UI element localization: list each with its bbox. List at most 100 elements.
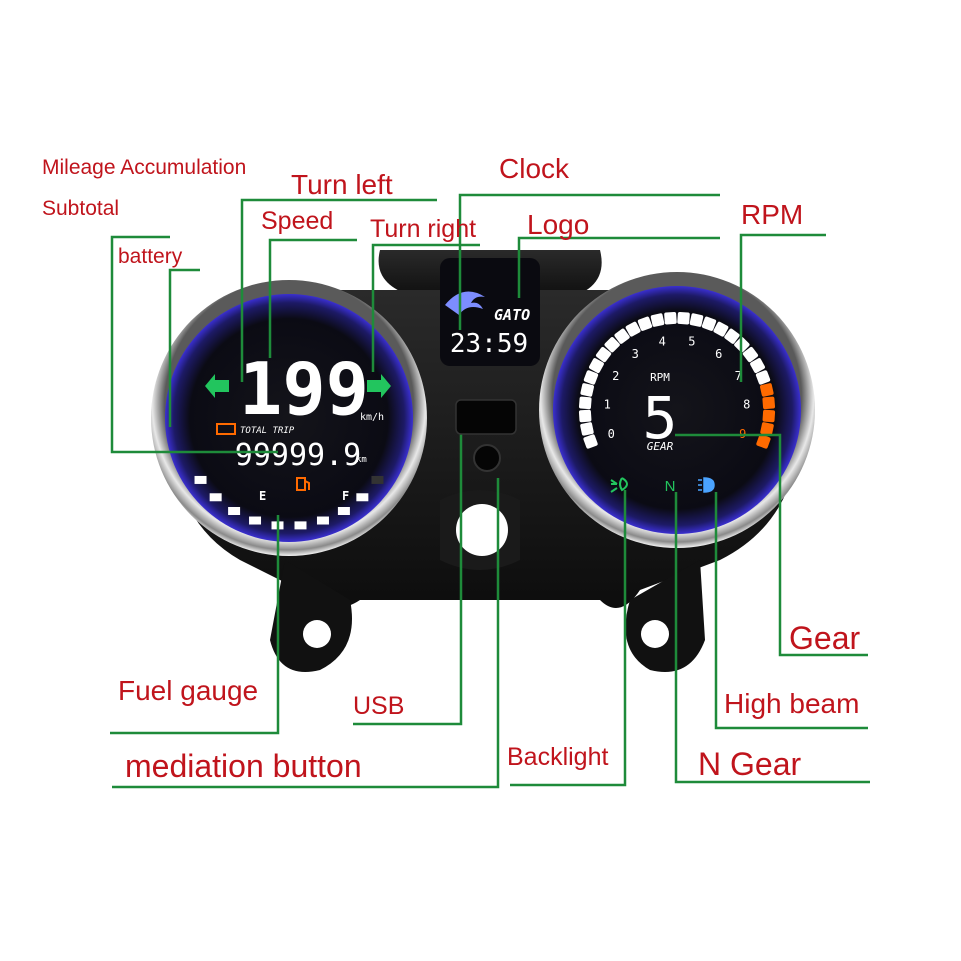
rpm-segment <box>664 311 677 325</box>
label-speed: Speed <box>261 207 334 235</box>
rpm-tick-label: 1 <box>604 398 611 412</box>
rpm-segment <box>604 337 620 353</box>
label-rpm: RPM <box>741 199 804 230</box>
fuel-bar-segment <box>356 493 369 502</box>
label-high-beam: High beam <box>724 688 860 719</box>
label-turn-right: Turn right <box>370 215 477 243</box>
rpm-segment <box>580 383 594 397</box>
leader-clock <box>458 193 720 330</box>
rpm-tick-label: 8 <box>743 398 750 412</box>
label-battery: battery <box>118 245 183 268</box>
high-beam-icon <box>698 477 715 493</box>
leader-lines <box>110 193 870 789</box>
fuel-bar-segment <box>194 475 207 484</box>
fuel-bar-segment <box>294 521 307 530</box>
rpm-tick-label: 6 <box>715 347 722 361</box>
right-arrow-icon <box>367 374 391 398</box>
leader-high-beam <box>714 492 868 730</box>
rpm-segment <box>578 396 592 410</box>
rpm-segment <box>724 328 740 344</box>
leader-n-gear <box>674 492 870 784</box>
rpm-segment <box>583 370 599 385</box>
leader-fuel-gauge <box>110 515 280 735</box>
speed-unit: km/h <box>360 412 384 423</box>
fuel-empty-mark: E <box>259 489 266 503</box>
speedometer-gauge: 199 km/h TOTAL TRIP 99999.9 km E F <box>151 280 427 556</box>
leader-battery <box>168 268 200 427</box>
rpm-segment <box>762 409 776 423</box>
label-mileage: Mileage Accumulation <box>42 156 247 179</box>
fuel-bar-segment <box>371 475 384 484</box>
label-clock: Clock <box>499 153 570 184</box>
rpm-segment <box>755 370 771 385</box>
rpm-segment <box>580 422 594 436</box>
fuel-bar-segment <box>209 493 222 502</box>
trip-label: TOTAL TRIP <box>240 426 295 436</box>
fuel-bar-segment <box>337 507 350 516</box>
leader-backlight <box>510 490 627 787</box>
rpm-segment <box>595 346 612 363</box>
rpm-tick-label: 0 <box>608 427 615 441</box>
label-n-gear: N Gear <box>698 746 802 782</box>
gear-caption: GEAR <box>647 440 674 453</box>
leader-mileage <box>110 235 278 454</box>
rpm-segment <box>650 313 665 327</box>
rpm-segment <box>578 409 592 423</box>
leader-rpm <box>739 233 826 382</box>
rpm-segment <box>677 311 690 325</box>
fuel-bar-segment <box>228 507 241 516</box>
leader-mediation-button <box>112 478 500 789</box>
rpm-segment <box>589 358 604 373</box>
clock-module: GATO 23:59 <box>440 258 540 366</box>
speed-readout: 199 <box>239 347 369 431</box>
rpm-segment <box>750 358 765 373</box>
clock-readout: 23:59 <box>450 329 528 359</box>
gear-readout: 5 <box>643 384 678 452</box>
rpm-segment <box>760 422 774 436</box>
usb-port <box>455 399 517 435</box>
odometer-unit: km <box>356 455 367 465</box>
label-backlight: Backlight <box>507 743 609 771</box>
rpm-segment <box>756 434 771 449</box>
leader-turn-left <box>240 198 437 382</box>
fuel-bar-segment <box>249 516 262 525</box>
leader-gear <box>675 433 868 657</box>
battery-icon <box>216 423 236 435</box>
rpm-tick-label: 2 <box>612 369 619 383</box>
rpm-segment <box>713 321 729 337</box>
brand-text: GATO <box>494 306 530 324</box>
rpm-segment <box>614 328 630 344</box>
rpm-caption: RPM <box>650 371 670 384</box>
fuel-pump-icon <box>296 477 310 491</box>
fuel-bar-segment <box>316 516 329 525</box>
leader-usb <box>353 432 463 726</box>
label-mediation-button: mediation button <box>125 748 362 784</box>
neutral-indicator: N <box>665 478 676 495</box>
label-logo: Logo <box>527 209 590 240</box>
lion-logo-icon <box>445 291 485 315</box>
label-fuel-gauge: Fuel gauge <box>118 675 259 706</box>
rpm-segment <box>689 313 704 327</box>
mediation-button[interactable] <box>473 444 501 472</box>
odometer-readout: 99999.9 <box>235 438 361 473</box>
rpm-segment <box>760 383 774 397</box>
left-arrow-icon <box>205 374 229 398</box>
rpm-segment <box>701 316 717 331</box>
rpm-tick-label: 5 <box>688 335 695 349</box>
fuel-full-mark: F <box>342 489 349 503</box>
label-gear: Gear <box>789 620 861 656</box>
label-turn-left: Turn left <box>291 169 393 200</box>
leader-turn-right <box>371 243 480 372</box>
rpm-segment <box>637 316 653 331</box>
label-subtotal: Subtotal <box>42 197 120 220</box>
leader-speed <box>268 238 357 358</box>
rpm-segment <box>762 396 776 410</box>
rpm-tick-label: 4 <box>659 335 666 349</box>
backlight-icon <box>610 477 628 493</box>
label-usb: USB <box>353 692 405 720</box>
leader-logo <box>517 236 720 298</box>
